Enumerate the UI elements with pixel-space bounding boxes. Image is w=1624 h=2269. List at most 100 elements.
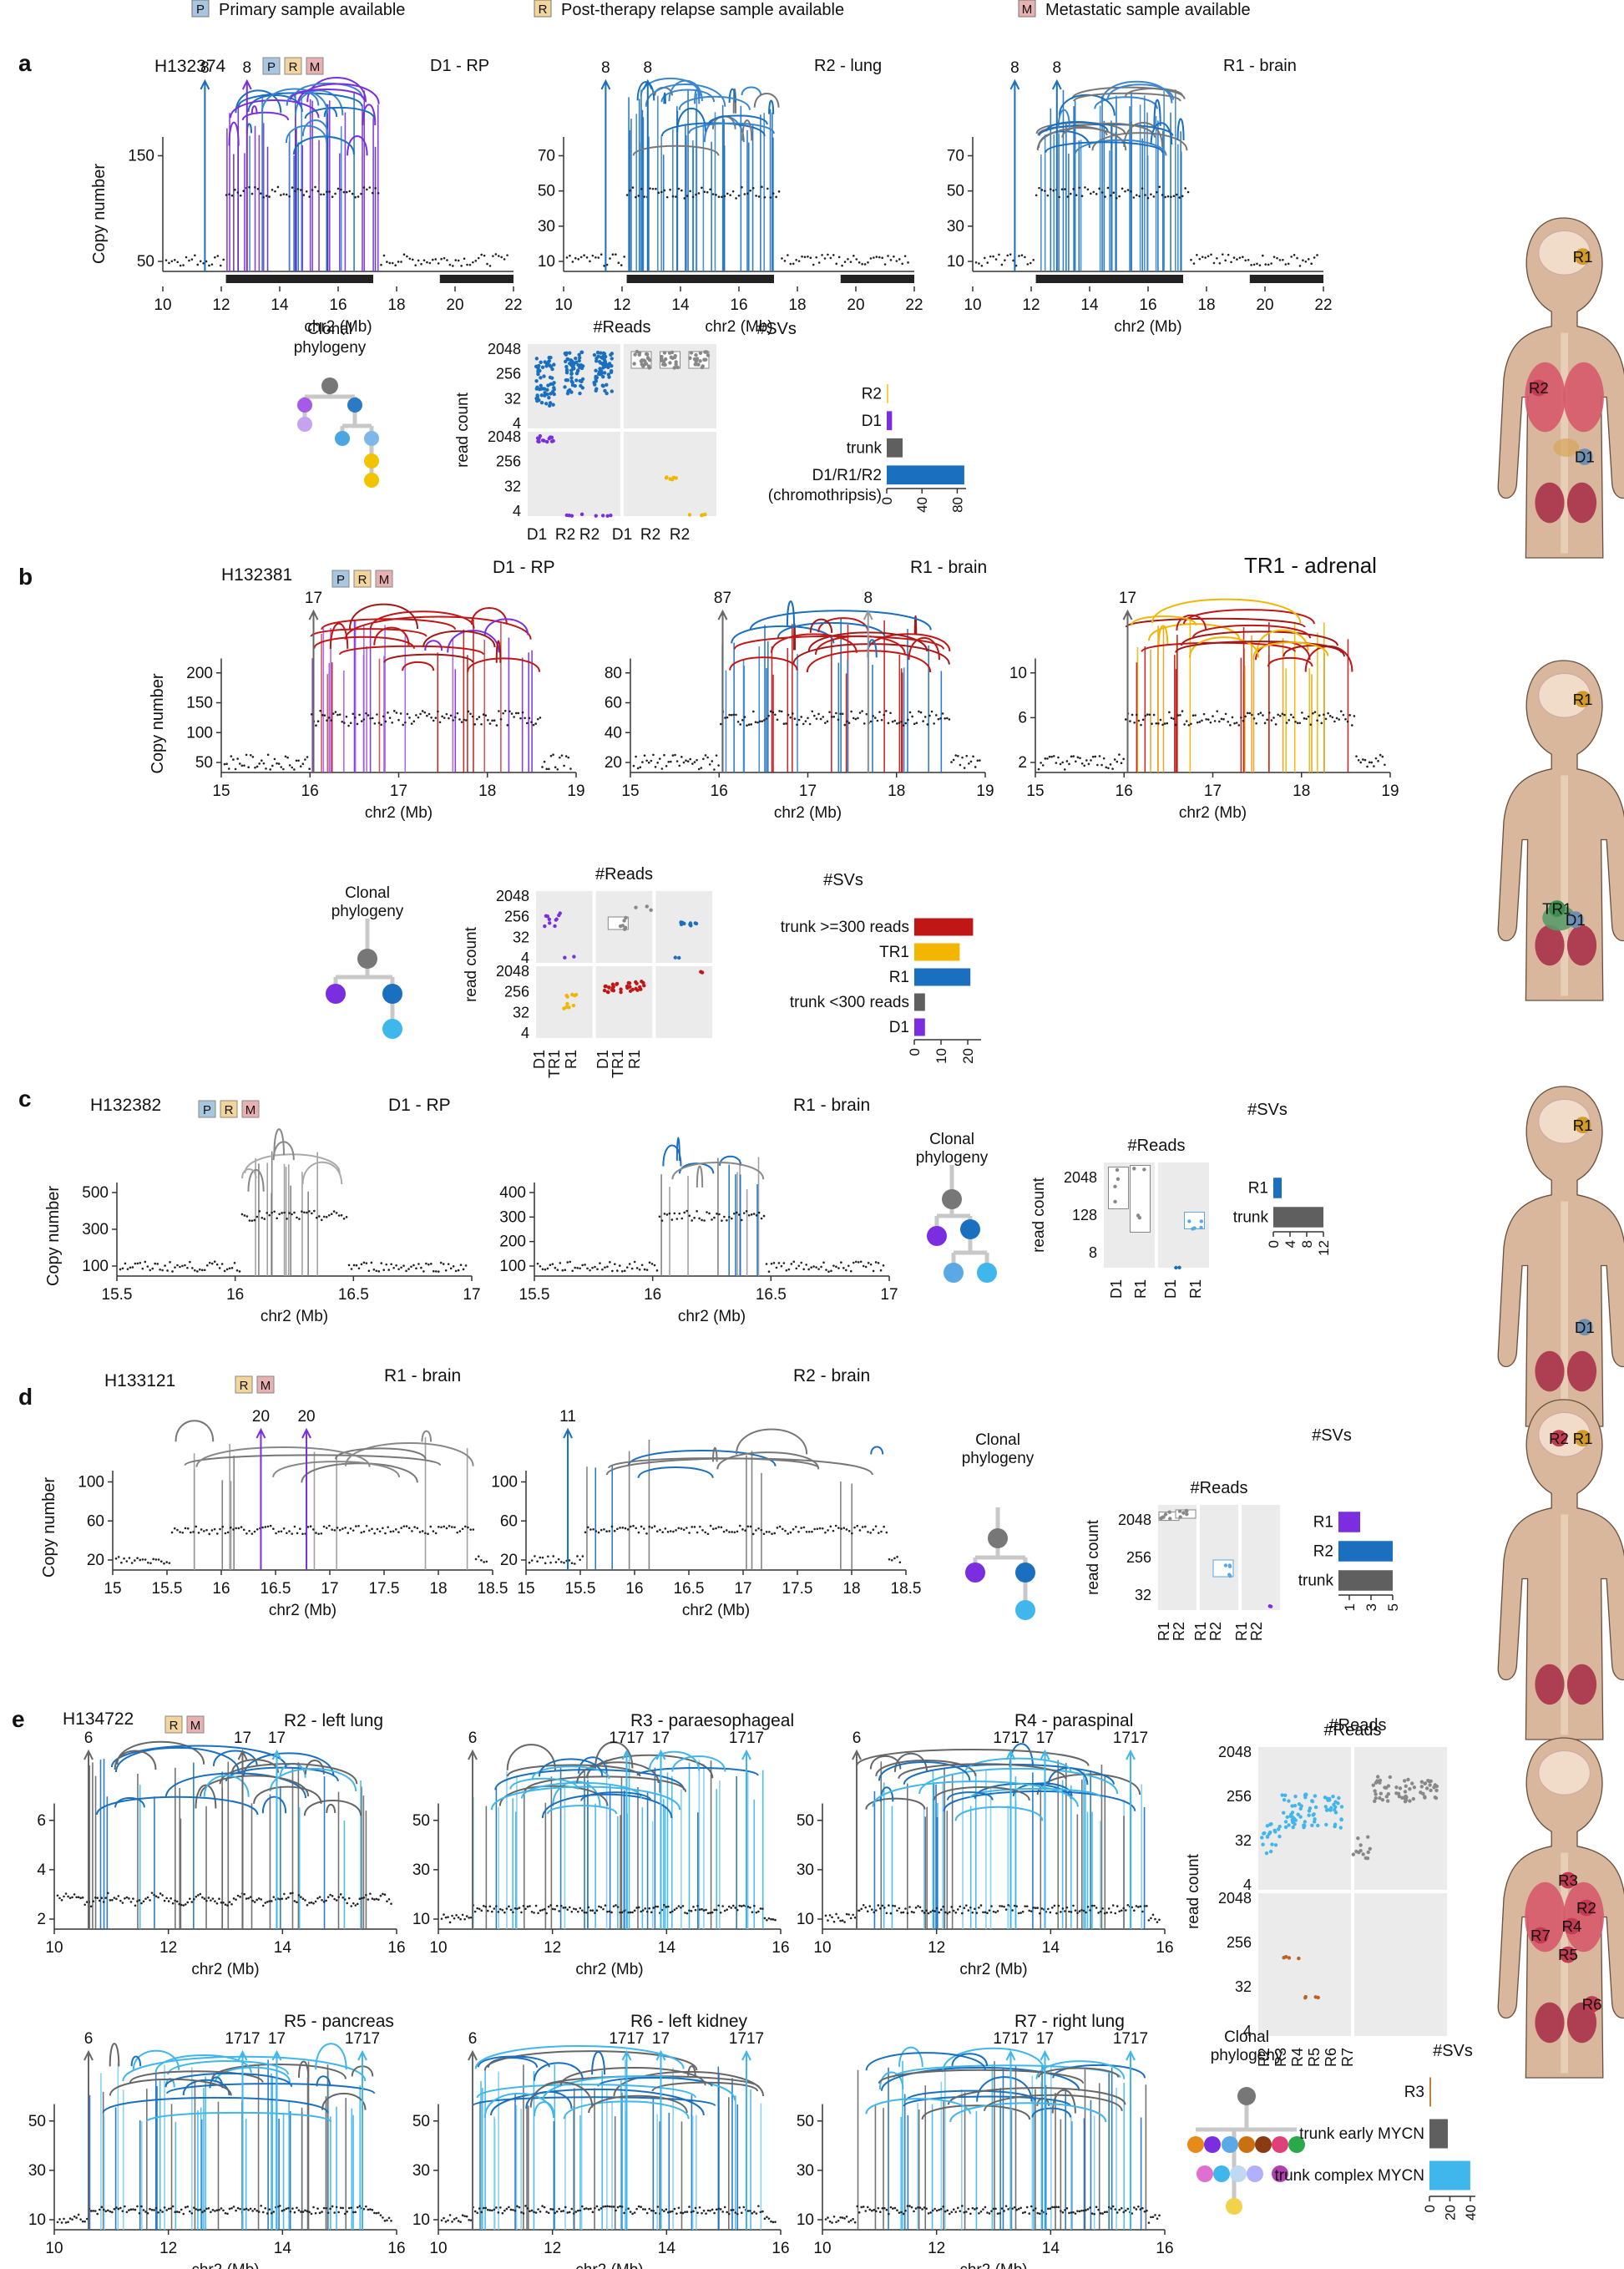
cn-dot xyxy=(618,1264,621,1267)
cn-dot xyxy=(286,1218,288,1220)
cn-dot xyxy=(432,719,435,722)
cn-dot xyxy=(663,1903,665,1907)
cn-dot xyxy=(186,1266,189,1269)
cn-dot xyxy=(956,2206,959,2210)
cn-dot xyxy=(815,256,817,259)
x-tick-label: 14 xyxy=(658,1939,676,1957)
cn-dot xyxy=(549,1904,552,1907)
cn-dot xyxy=(843,261,847,263)
cn-dot xyxy=(469,2219,473,2221)
cn-dot xyxy=(772,711,775,714)
cn-dot xyxy=(439,1261,443,1264)
cn-dot xyxy=(760,1217,763,1220)
cn-dot xyxy=(371,1897,374,1900)
cn-dot xyxy=(322,1901,326,1903)
cn-dot xyxy=(1017,2207,1020,2211)
read-dot xyxy=(668,361,672,365)
cn-dot xyxy=(261,1216,264,1219)
cn-dot xyxy=(203,1530,205,1532)
sv-arc xyxy=(1304,645,1353,672)
read-dot xyxy=(704,350,708,354)
read-dot xyxy=(540,365,545,370)
cn-dot xyxy=(1013,2206,1016,2209)
read-dot xyxy=(600,514,605,518)
read-dot xyxy=(1428,1783,1432,1787)
read-dot xyxy=(1316,1995,1320,2000)
cn-dot xyxy=(671,195,675,198)
cn-dot xyxy=(499,2206,502,2209)
cn-dot xyxy=(234,767,237,771)
cn-dot xyxy=(151,1267,154,1270)
cn-dot xyxy=(537,1912,539,1915)
cn-dot xyxy=(1143,1905,1146,1907)
cn-dot xyxy=(1064,1910,1066,1912)
cn-dot xyxy=(988,2212,991,2215)
sv-arc xyxy=(109,2078,232,2096)
arrow-label: 20 xyxy=(252,1408,270,1426)
sv-arc xyxy=(591,2051,606,2075)
read-tick-label: 4 xyxy=(521,1025,529,1041)
cn-dot xyxy=(1164,195,1166,199)
cn-dot xyxy=(706,2209,710,2212)
read-dot xyxy=(597,370,602,374)
sv-bar xyxy=(1273,1207,1323,1228)
read-tick-label: 32 xyxy=(1235,1832,1252,1849)
cn-dot xyxy=(518,2206,521,2209)
cn-dot xyxy=(63,2217,65,2221)
cn-dot xyxy=(282,767,285,771)
cn-dot xyxy=(281,1212,283,1214)
cn-dot xyxy=(472,1528,475,1531)
cn-dot xyxy=(356,722,359,726)
sample-badge-letter: R xyxy=(169,1719,179,1733)
cn-dot xyxy=(1072,2211,1075,2214)
cn-dot xyxy=(730,2209,733,2211)
cn-dot xyxy=(321,2211,323,2213)
cn-dot xyxy=(643,1268,646,1271)
cn-dot xyxy=(681,1905,685,1907)
cn-dot xyxy=(1060,1911,1062,1913)
cn-dot xyxy=(827,1270,830,1274)
cn-dot xyxy=(617,261,620,265)
read-tick-label: 2048 xyxy=(488,428,521,445)
cn-dot xyxy=(1028,1909,1031,1912)
read-dot xyxy=(1324,1822,1328,1827)
cn-dot xyxy=(696,1904,699,1907)
read-dot xyxy=(1227,1563,1232,1568)
cn-dot xyxy=(390,1902,392,1905)
cn-dot xyxy=(1124,1909,1127,1912)
sv-arc xyxy=(636,1767,759,1777)
cn-dot xyxy=(195,2208,198,2211)
arrow-head xyxy=(741,1749,751,1760)
cn-dot xyxy=(1384,763,1386,767)
cn-dot xyxy=(392,1530,395,1532)
cn-dot xyxy=(457,1269,460,1272)
cn-dot xyxy=(939,1908,943,1911)
cn-dot xyxy=(772,1262,776,1264)
cn-dot xyxy=(967,1909,970,1912)
cn-dot xyxy=(327,1213,331,1217)
cn-dot xyxy=(708,1212,711,1215)
cn-dot xyxy=(1255,722,1257,725)
cn-dot xyxy=(832,254,835,256)
cn-dot xyxy=(589,2207,592,2211)
cn-dot xyxy=(227,767,230,770)
sv-arc xyxy=(559,2066,706,2086)
cn-dot xyxy=(594,1912,596,1914)
phylogeny-title: Clonal xyxy=(1224,2028,1269,2046)
cn-dot xyxy=(456,1531,458,1534)
cn-dot xyxy=(772,192,775,195)
read-dot xyxy=(1423,1795,1427,1799)
cn-dot xyxy=(1207,718,1210,721)
read-dot xyxy=(549,376,554,380)
cn-dot xyxy=(761,1907,764,1910)
cn-dot xyxy=(1098,187,1100,190)
cn-dot xyxy=(467,1526,469,1529)
cn-dot xyxy=(1137,1906,1140,1908)
cn-dot xyxy=(946,1912,949,1915)
cn-dot xyxy=(516,1907,519,1910)
cn-dot xyxy=(179,1531,181,1533)
read-dot xyxy=(1290,1804,1294,1808)
